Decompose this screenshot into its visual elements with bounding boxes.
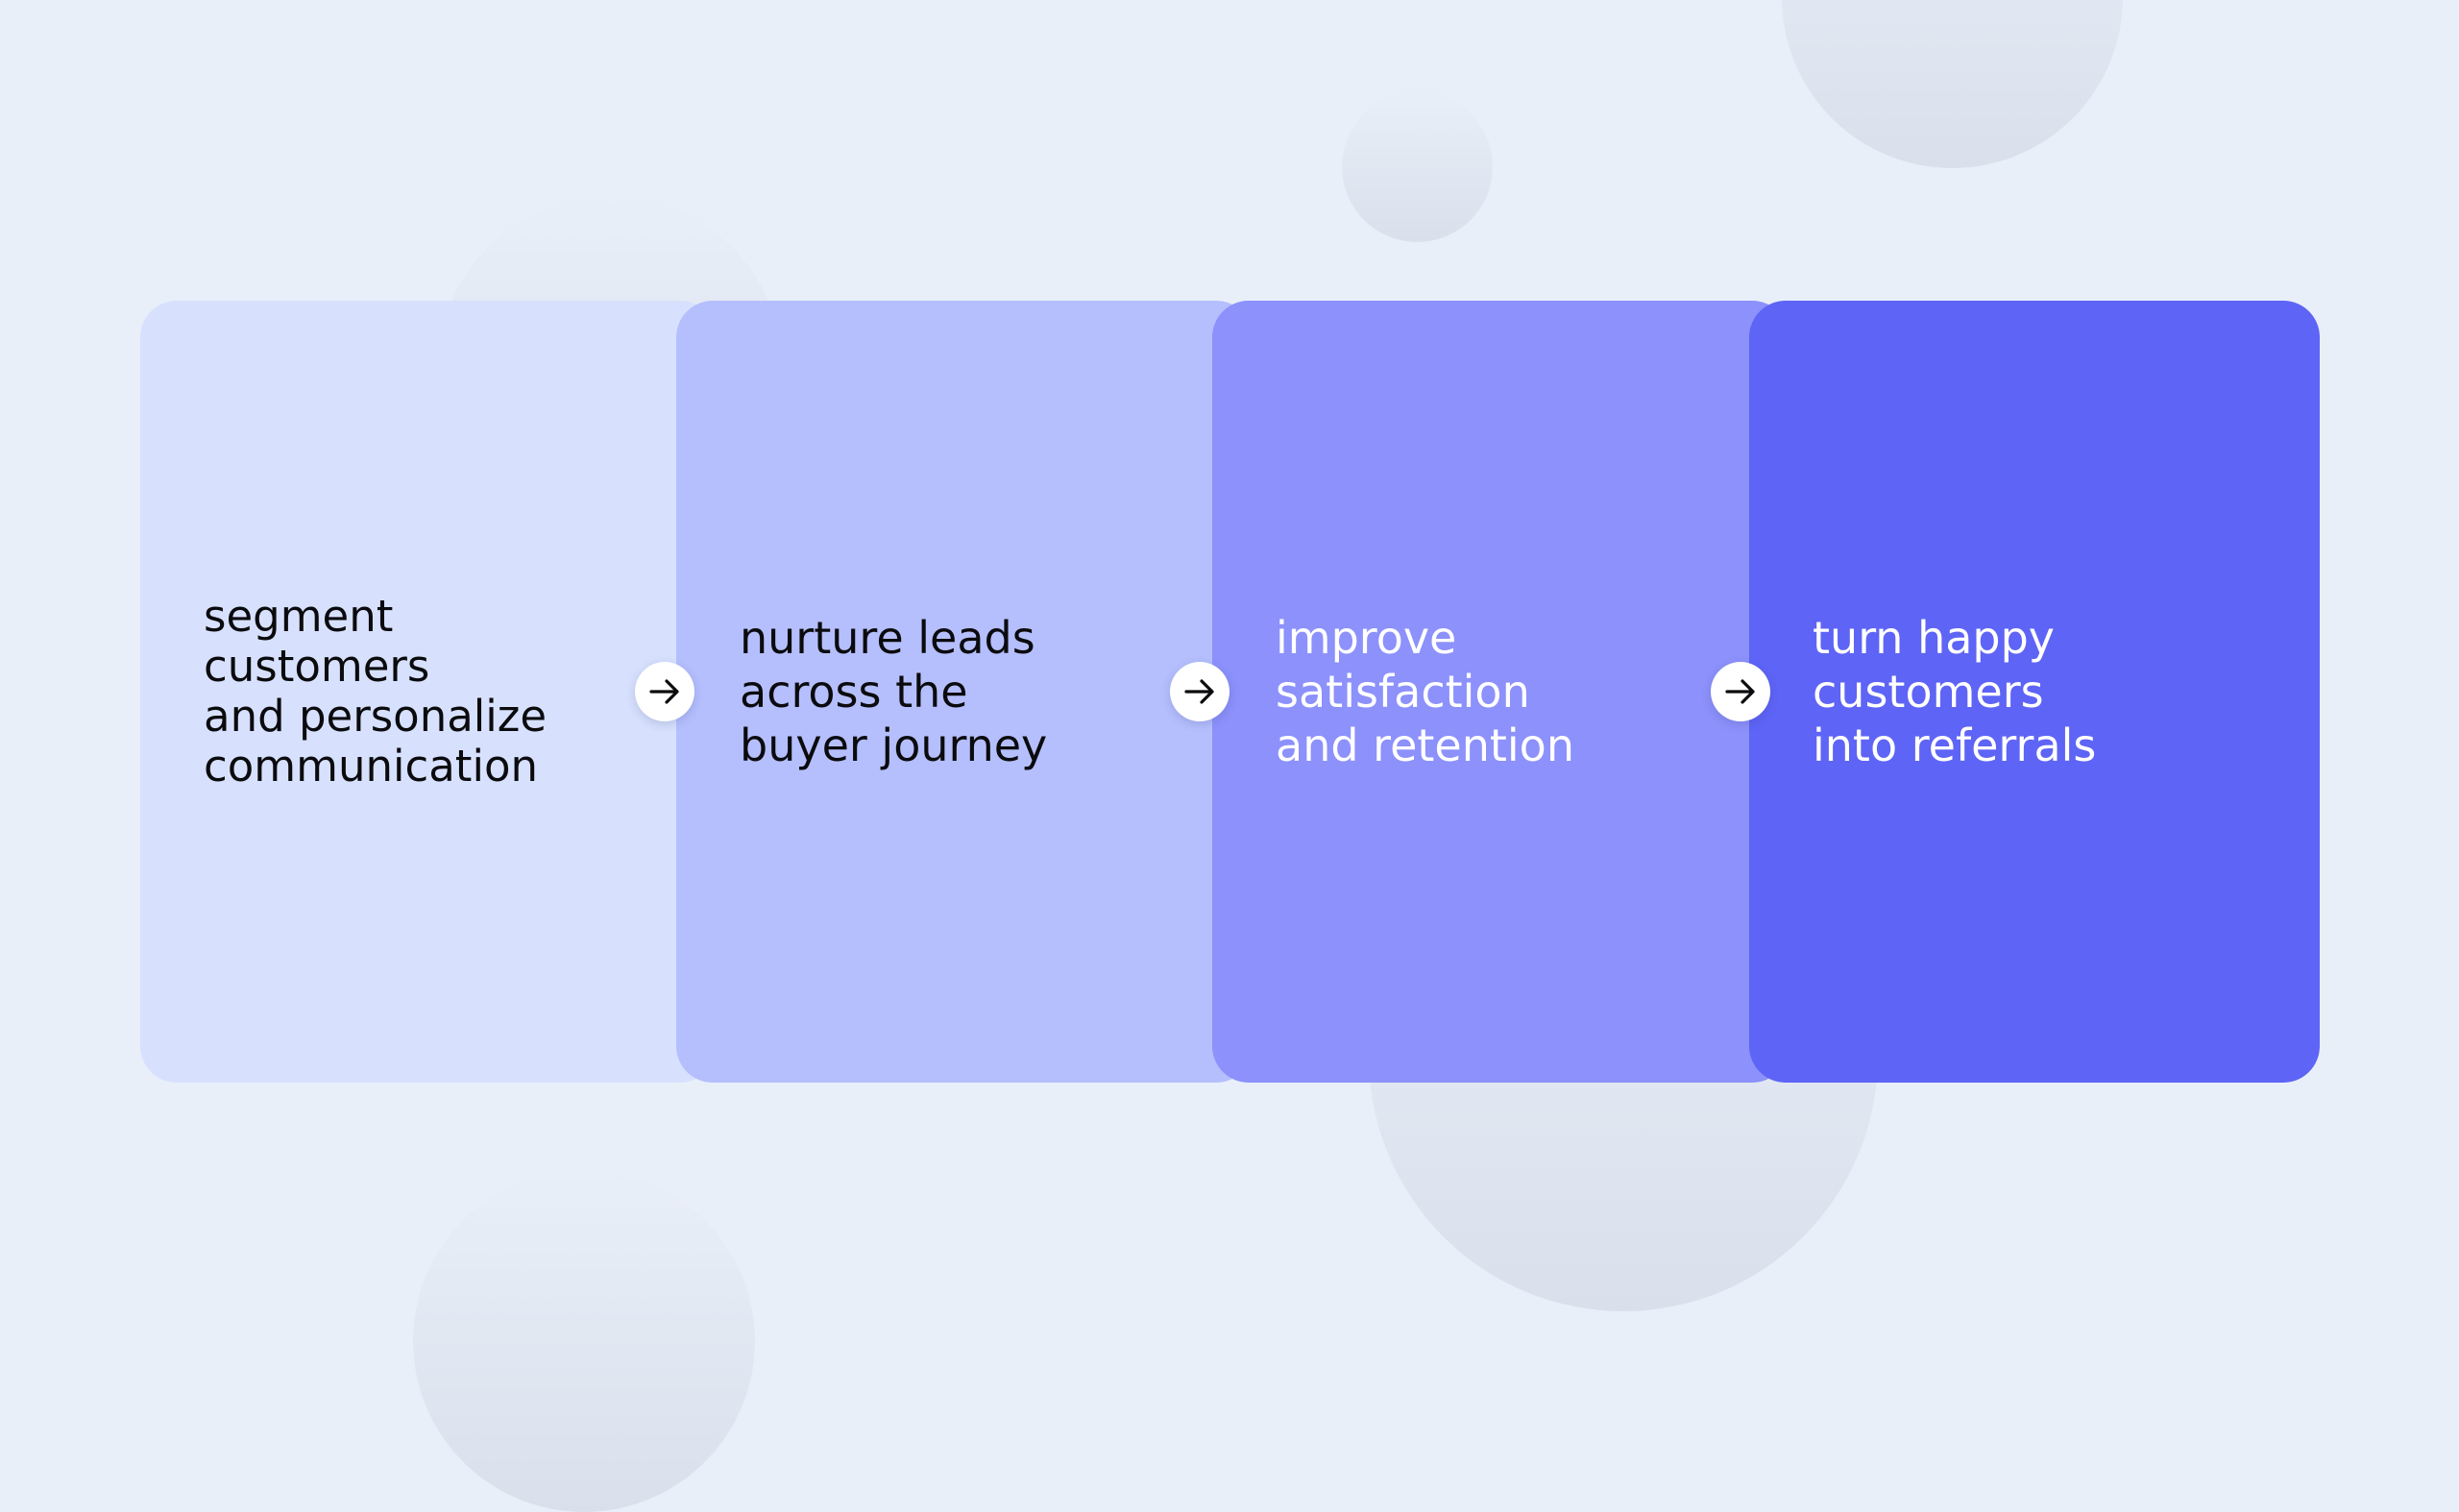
step-card-referrals: turn happy customers into referrals <box>1749 301 2320 1083</box>
step-card-nurture: nurture leads across the buyer journey <box>676 301 1253 1083</box>
arrow-right-icon <box>1725 679 1755 704</box>
step-label: segment customers and personalize commun… <box>204 591 548 792</box>
next-step-button[interactable] <box>1170 662 1230 721</box>
decorative-bubble <box>413 1170 755 1512</box>
step-label: turn happy customers into referrals <box>1813 612 2097 771</box>
step-label: nurture leads across the buyer journey <box>740 612 1048 771</box>
next-step-button[interactable] <box>1711 662 1770 721</box>
arrow-right-icon <box>649 679 679 704</box>
step-label: improve satisfaction and retention <box>1276 612 1574 771</box>
decorative-bubble <box>1342 91 1493 242</box>
arrow-right-icon <box>1184 679 1214 704</box>
decorative-bubble <box>1782 0 2123 168</box>
step-card-retention: improve satisfaction and retention <box>1212 301 1789 1083</box>
next-step-button[interactable] <box>635 662 694 721</box>
step-card-segment: segment customers and personalize commun… <box>140 301 717 1083</box>
